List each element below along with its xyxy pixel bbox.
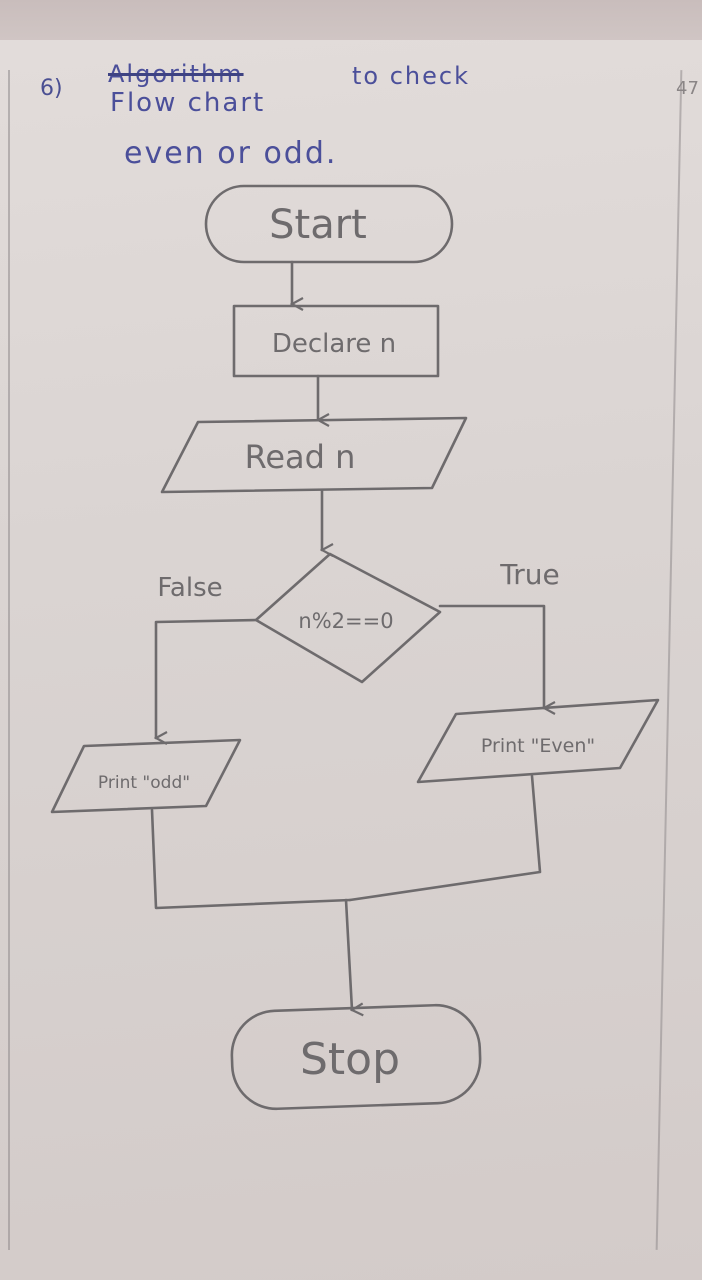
arrow-to-stop bbox=[344, 898, 352, 1010]
condition-label: n%2==0 bbox=[298, 609, 393, 633]
decision-diamond bbox=[254, 552, 442, 684]
print-odd-label: Print "odd" bbox=[98, 773, 190, 793]
odd-merge-line bbox=[150, 808, 352, 910]
left-margin-line bbox=[8, 70, 10, 1250]
question-number: 6) bbox=[40, 76, 63, 101]
false-label: False bbox=[157, 573, 222, 603]
read-input-box bbox=[160, 416, 468, 494]
declare-process-box bbox=[232, 304, 440, 378]
heading-line1-rest: to check bbox=[352, 62, 470, 90]
stop-terminal bbox=[230, 1003, 482, 1111]
print-even-output-box bbox=[416, 698, 660, 784]
struck-out-word: Algorithm bbox=[108, 60, 244, 88]
start-terminal bbox=[204, 184, 454, 264]
heading-line3: even or odd. bbox=[124, 136, 338, 171]
true-label: True bbox=[499, 558, 559, 591]
page-corner-number: 47 bbox=[676, 78, 699, 99]
false-branch-line bbox=[156, 618, 258, 738]
true-branch-line bbox=[438, 604, 544, 708]
declare-label: Declare n bbox=[272, 329, 396, 359]
even-merge-line bbox=[348, 774, 542, 902]
read-label: Read n bbox=[245, 438, 356, 476]
start-label: Start bbox=[269, 202, 367, 248]
notebook-page bbox=[0, 40, 702, 1280]
print-even-label: Print "Even" bbox=[481, 735, 595, 757]
print-odd-output-box bbox=[50, 738, 242, 814]
stop-label: Stop bbox=[300, 1034, 400, 1085]
heading-line2: Flow chart bbox=[110, 88, 266, 118]
